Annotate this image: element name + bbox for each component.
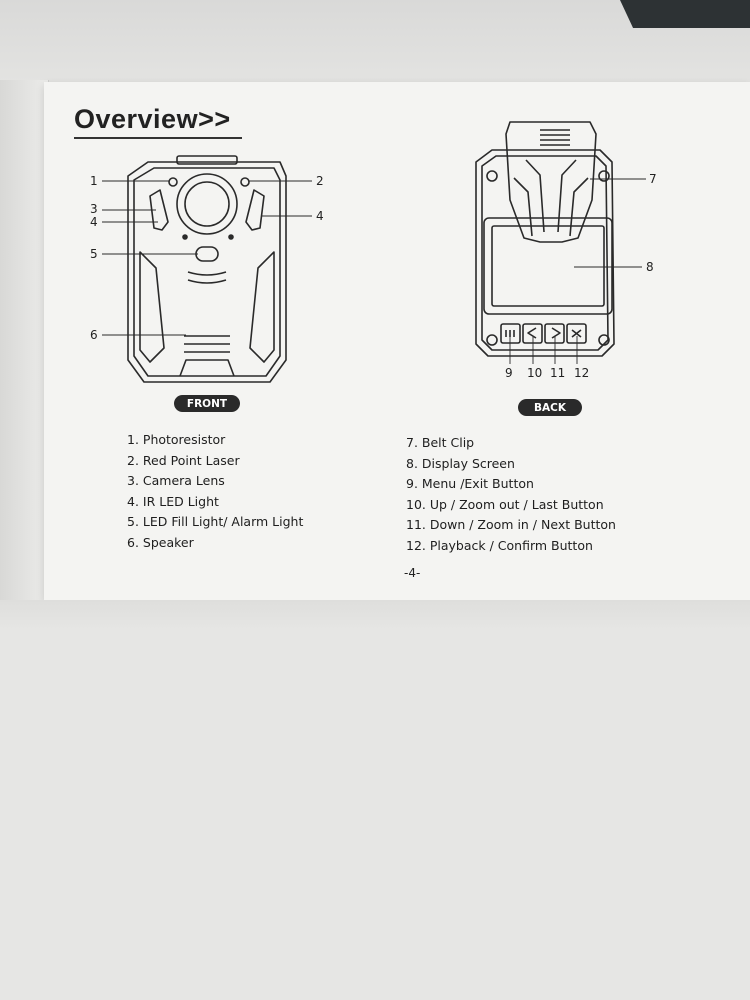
page-number: -4- [404, 566, 421, 580]
table-surface-top [0, 0, 750, 90]
front-callout-5: 5 [90, 247, 98, 261]
list-item: 5. LED Fill Light/ Alarm Light [127, 514, 304, 529]
list-item: 2. Red Point Laser [127, 452, 240, 468]
back-callout-8: 8 [646, 260, 654, 274]
back-label-badge: BACK [518, 399, 582, 416]
front-parts-list: 1. Photoresistor 2. Red Point Laser 3. C… [127, 430, 303, 553]
list-item: 11. Down / Zoom in / Next Button [406, 517, 616, 532]
booklet-left-page-edge [0, 80, 49, 600]
list-item: 3. Camera Lens [127, 473, 225, 488]
back-callout-10: 10 [527, 366, 543, 380]
back-callout-12: 12 [574, 366, 590, 380]
front-callout-2: 2 [316, 174, 324, 188]
back-callout-9: 9 [505, 366, 513, 380]
back-callout-7: 7 [649, 172, 657, 186]
page-shadow [0, 600, 750, 630]
front-callout-3: 3 [90, 202, 98, 216]
list-item: 10. Up / Zoom out / Last Button [406, 496, 604, 512]
front-label-badge: FRONT [174, 395, 240, 412]
list-item: 8. Display Screen [406, 455, 515, 471]
title-underline [74, 137, 242, 139]
list-item: 6. Speaker [127, 534, 194, 550]
page-title: Overview>> [74, 104, 231, 134]
list-item: 7. Belt Clip [406, 435, 475, 450]
front-callout-6: 6 [90, 328, 98, 342]
front-callout-4-right: 4 [316, 209, 324, 223]
list-item: 1. Photoresistor [127, 432, 226, 447]
list-item: 4. IR LED Light [127, 493, 219, 509]
front-callout-4-left: 4 [90, 215, 98, 229]
list-item: 12. Playback / Confirm Button [406, 537, 593, 553]
back-callout-11: 11 [550, 366, 566, 380]
list-item: 9. Menu /Exit Button [406, 476, 534, 491]
front-callout-1: 1 [90, 174, 98, 188]
back-parts-list: 7. Belt Clip 8. Display Screen 9. Menu /… [406, 433, 616, 556]
